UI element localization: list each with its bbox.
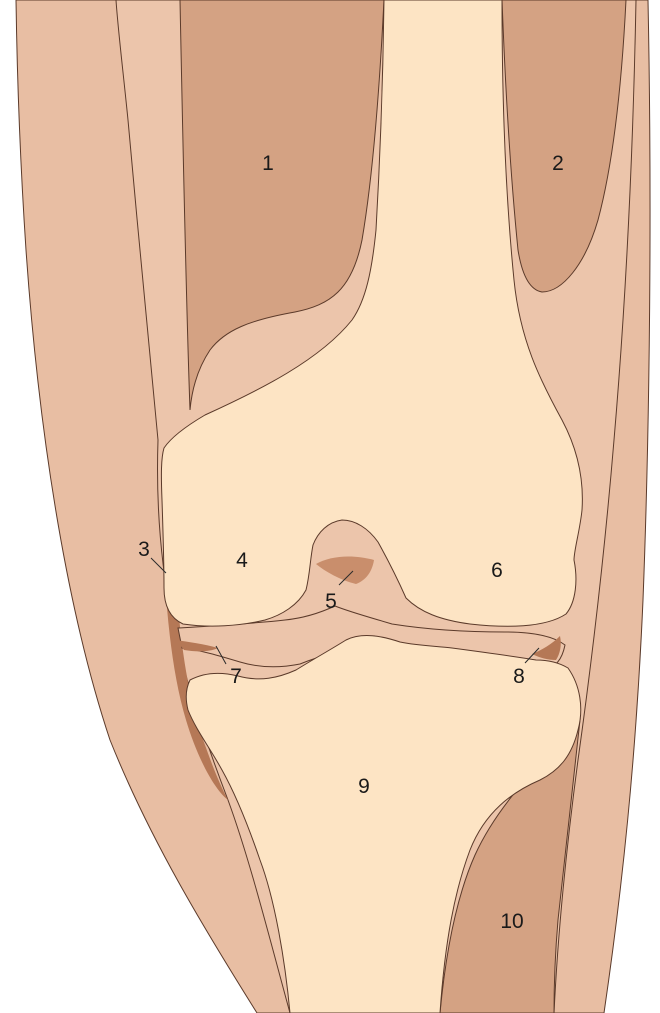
label-5: 5 xyxy=(325,590,337,613)
label-7: 7 xyxy=(230,665,242,688)
label-3: 3 xyxy=(138,538,150,561)
label-1: 1 xyxy=(262,152,274,175)
label-8: 8 xyxy=(513,665,525,688)
label-4: 4 xyxy=(236,549,248,572)
label-6: 6 xyxy=(491,559,503,582)
label-10: 10 xyxy=(500,910,523,933)
label-9: 9 xyxy=(358,775,370,798)
label-2: 2 xyxy=(552,152,564,175)
